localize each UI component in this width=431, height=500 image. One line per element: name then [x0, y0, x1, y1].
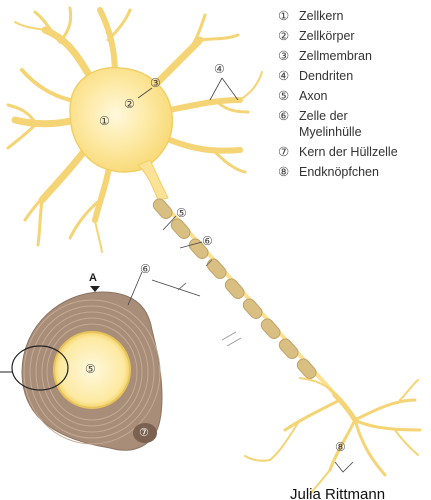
- legend-label: Kern der Hüllzelle: [299, 145, 398, 159]
- legend-number: ⑤: [278, 89, 290, 103]
- callout-6-section: ⑥: [140, 262, 151, 276]
- legend-number: ②: [278, 29, 290, 43]
- legend-number: ⑥: [278, 109, 290, 123]
- legend-label: Zelle der Myelinhülle: [299, 109, 362, 139]
- axon-cross-section: [0, 291, 163, 451]
- cell-body: [69, 66, 174, 173]
- legend-number: ④: [278, 69, 290, 83]
- callout-5-axon: ⑤: [176, 206, 187, 220]
- legend-item: ④ Dendriten: [278, 68, 428, 84]
- legend-label: Zellkern: [299, 9, 344, 23]
- legend-item: ① Zellkern: [278, 8, 428, 24]
- legend-item: ⑦ Kern der Hüllzelle: [278, 144, 428, 160]
- legend-label: Zellmembran: [299, 49, 372, 63]
- callout-1: ①: [99, 114, 110, 128]
- legend-number: ⑧: [278, 165, 290, 179]
- axon: [152, 198, 342, 402]
- callout-8: ⑧: [335, 440, 346, 454]
- axon-hillock: [137, 159, 169, 201]
- legend-label: Zellkörper: [299, 29, 355, 43]
- legend: ① Zellkern ② Zellkörper ③ Zellmembran ④ …: [278, 8, 428, 184]
- credit-text: Julia Rittmann: [290, 486, 386, 500]
- legend-item: ⑥ Zelle der Myelinhülle: [278, 108, 428, 140]
- dendrites: [6, 6, 263, 253]
- section-arrow: [90, 286, 100, 292]
- callout-2: ②: [124, 97, 135, 111]
- legend-label: Endknöpfchen: [299, 165, 379, 179]
- callout-5-section: ⑤: [85, 362, 96, 376]
- legend-item: ⑤ Axon: [278, 88, 428, 104]
- legend-number: ⑦: [278, 145, 290, 159]
- callout-3: ③: [150, 76, 161, 90]
- legend-label: Axon: [299, 89, 328, 103]
- callout-6-axon: ⑥: [202, 234, 213, 248]
- legend-number: ③: [278, 49, 290, 63]
- leader-lines: [127, 77, 354, 473]
- legend-number: ①: [278, 9, 290, 23]
- legend-label: Dendriten: [299, 69, 354, 83]
- section-marker-label: A: [89, 272, 97, 284]
- axon-terminals: [244, 377, 422, 495]
- callout-7-section: ⑦: [139, 426, 149, 439]
- legend-item: ② Zellkörper: [278, 28, 428, 44]
- legend-item: ⑧ Endknöpfchen: [278, 164, 428, 180]
- legend-item: ③ Zellmembran: [278, 48, 428, 64]
- callout-4: ④: [214, 62, 225, 76]
